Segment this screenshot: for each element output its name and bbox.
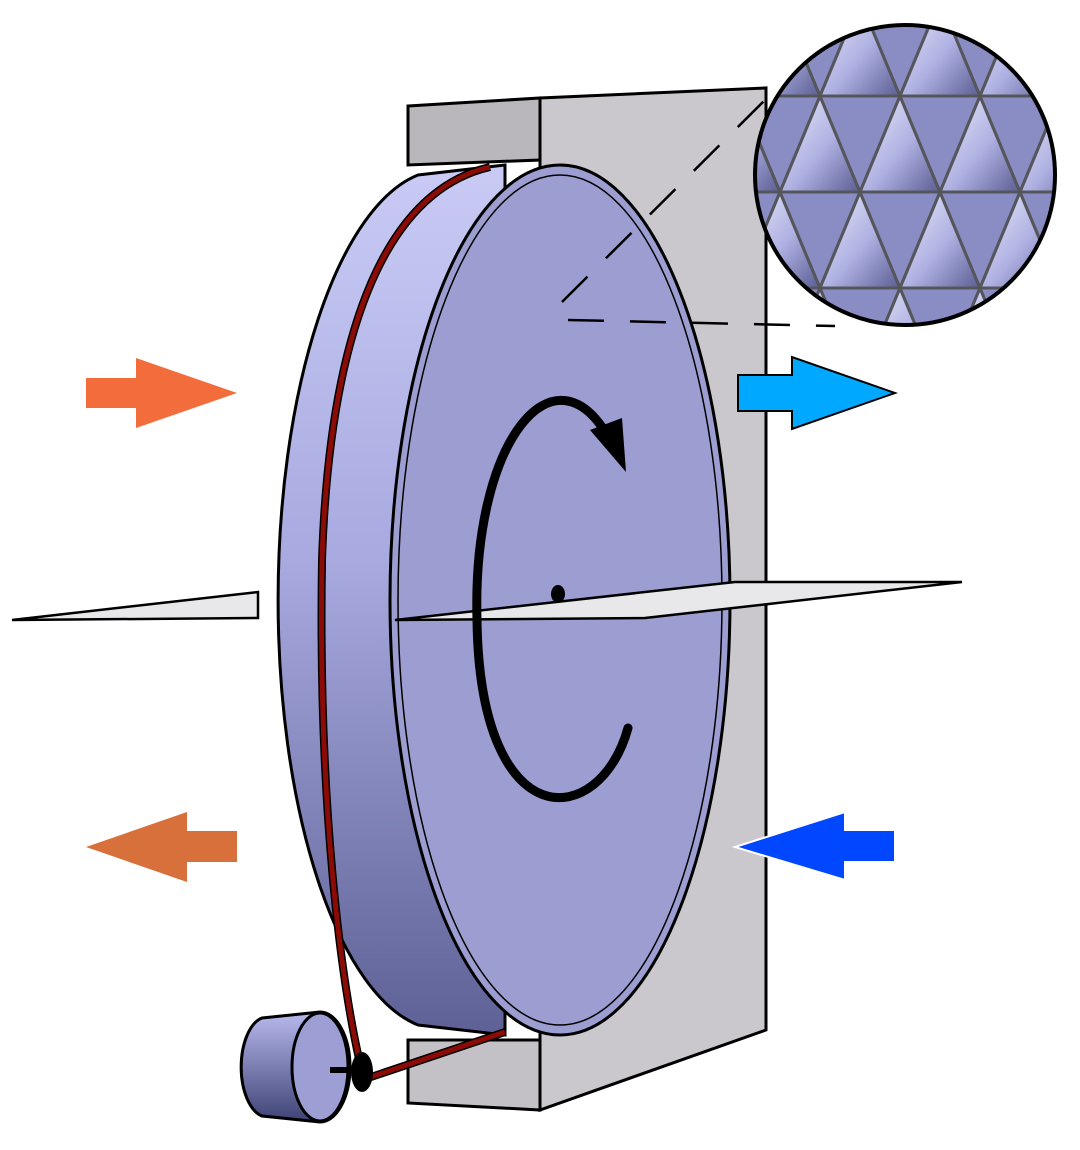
clockwise-rotation-arrow-icon [472,395,633,803]
warm-air-in-arrow [86,358,237,428]
drive-belt [317,163,507,1084]
divider-plate-left [11,590,260,622]
airflow-arrows [86,355,899,882]
cool-air-out-arrow [737,355,899,431]
matrix-cell [1017,284,1055,325]
magnifier-leader-lines [561,99,836,328]
frame-bottom-panel [406,1038,542,1112]
frame-side-panel [406,96,542,167]
matrix-cell [755,25,783,100]
divider-plate-right [394,580,963,622]
matrix-cell [1060,0,1080,96]
matrix-cell [897,286,983,325]
matrix-cell [1017,92,1055,194]
matrix-cell [660,0,740,96]
drive-motor-icon [239,1010,373,1124]
matrix-cell [1060,96,1080,192]
matrix-cell [977,286,1055,325]
matrix-cell [755,25,823,98]
matrix-cell [1017,25,1055,100]
cool-air-in-arrow [731,810,896,882]
warm-air-out-arrow [86,812,237,882]
matrix-cell [817,286,903,325]
wheel-axle [551,585,565,603]
matrix-cell [1060,192,1080,288]
matrix-cell [1060,288,1080,384]
